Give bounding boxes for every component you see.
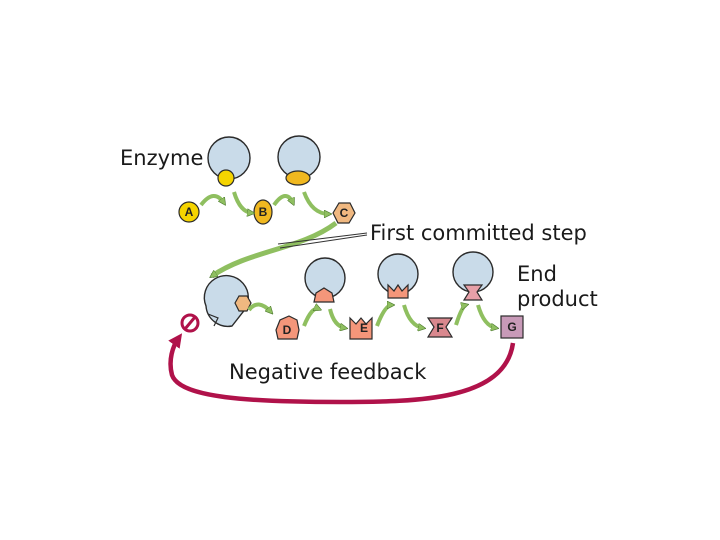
bound-substrate-c <box>234 295 252 312</box>
enzyme-3 <box>304 257 346 303</box>
substrate-b: B <box>253 199 273 225</box>
arrow-enzyme-b <box>232 191 252 213</box>
substrate-b-label: B <box>259 205 268 219</box>
first-committed-step-label: First committed step <box>370 221 587 245</box>
arrow-c-to-allosteric <box>212 220 338 276</box>
arrow-e-enzyme <box>375 305 392 327</box>
arrow-d-enzyme <box>302 309 319 327</box>
enzyme-4 <box>377 253 419 299</box>
substrate-f-label: F <box>436 321 443 335</box>
negative-feedback-label: Negative feedback <box>229 360 427 384</box>
substrate-e-label: E <box>360 321 368 335</box>
bound-substrate-b <box>285 170 311 186</box>
bound-substrate-a <box>217 169 235 187</box>
substrate-f: F <box>426 317 454 338</box>
arrow-enzyme-e <box>328 308 345 328</box>
enzyme-5 <box>452 251 494 301</box>
arrow-f-enzyme <box>454 305 466 326</box>
allosteric-enzyme <box>203 274 252 328</box>
bound-substrate-e <box>387 283 409 299</box>
substrate-c-label: C <box>340 206 349 220</box>
arrow-enzyme-g <box>476 304 496 328</box>
inhibition-icon <box>180 313 200 333</box>
bound-substrate-d <box>313 287 335 303</box>
substrate-e: E <box>349 316 373 340</box>
enzyme-2 <box>277 135 321 186</box>
enzyme-1 <box>207 136 251 187</box>
pointer-line-1 <box>277 232 368 245</box>
substrate-g: G <box>500 315 524 339</box>
substrate-c: C <box>332 202 356 224</box>
enzyme-label: Enzyme <box>120 146 204 170</box>
arrow-enzyme-d <box>247 302 271 312</box>
substrate-d-label: D <box>283 323 292 337</box>
end-product-label-line2: product <box>517 287 598 311</box>
arrow-a-enzyme <box>199 194 224 207</box>
bound-substrate-f <box>462 284 484 301</box>
substrate-a: A <box>178 201 200 223</box>
arrow-b-enzyme <box>272 194 293 205</box>
substrate-d: D <box>275 315 300 340</box>
substrate-g-label: G <box>507 320 516 334</box>
end-product-label-line1: End <box>517 262 557 286</box>
pointer-line-2 <box>279 234 368 249</box>
arrow-enzyme-f <box>402 304 423 328</box>
substrate-a-label: A <box>185 205 194 219</box>
arrow-enzyme-c <box>302 191 329 214</box>
negative-feedback-arrow <box>168 333 516 405</box>
